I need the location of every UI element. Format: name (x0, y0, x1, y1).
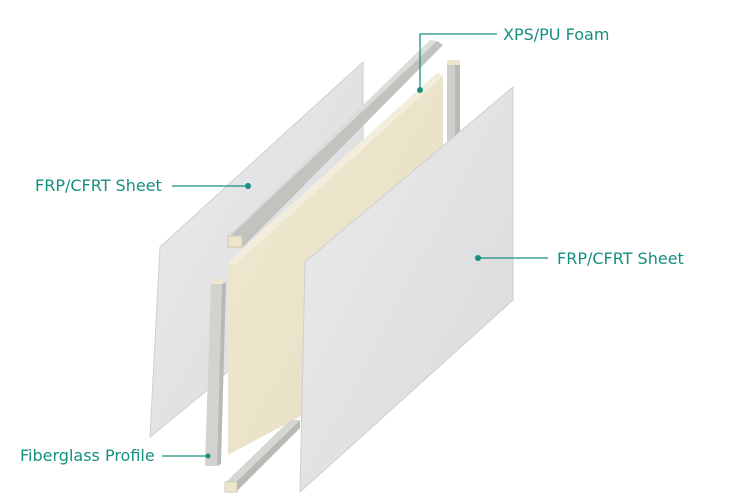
top-profile (227, 40, 443, 248)
label-foam: XPS/PU Foam (503, 25, 609, 44)
callout-foam: XPS/PU Foam (417, 25, 609, 93)
right-sheet (299, 85, 514, 494)
label-left-sheet: FRP/CFRT Sheet (35, 176, 162, 195)
label-profile: Fiberglass Profile (20, 446, 155, 465)
right-vertical-profile (447, 60, 460, 154)
left-vertical-profile (205, 279, 226, 466)
bottom-profile (224, 420, 300, 493)
label-right-sheet: FRP/CFRT Sheet (557, 249, 684, 268)
callout-profile: Fiberglass Profile (20, 446, 211, 465)
callout-left-sheet: FRP/CFRT Sheet (35, 176, 251, 195)
callout-right-sheet: FRP/CFRT Sheet (475, 249, 684, 268)
